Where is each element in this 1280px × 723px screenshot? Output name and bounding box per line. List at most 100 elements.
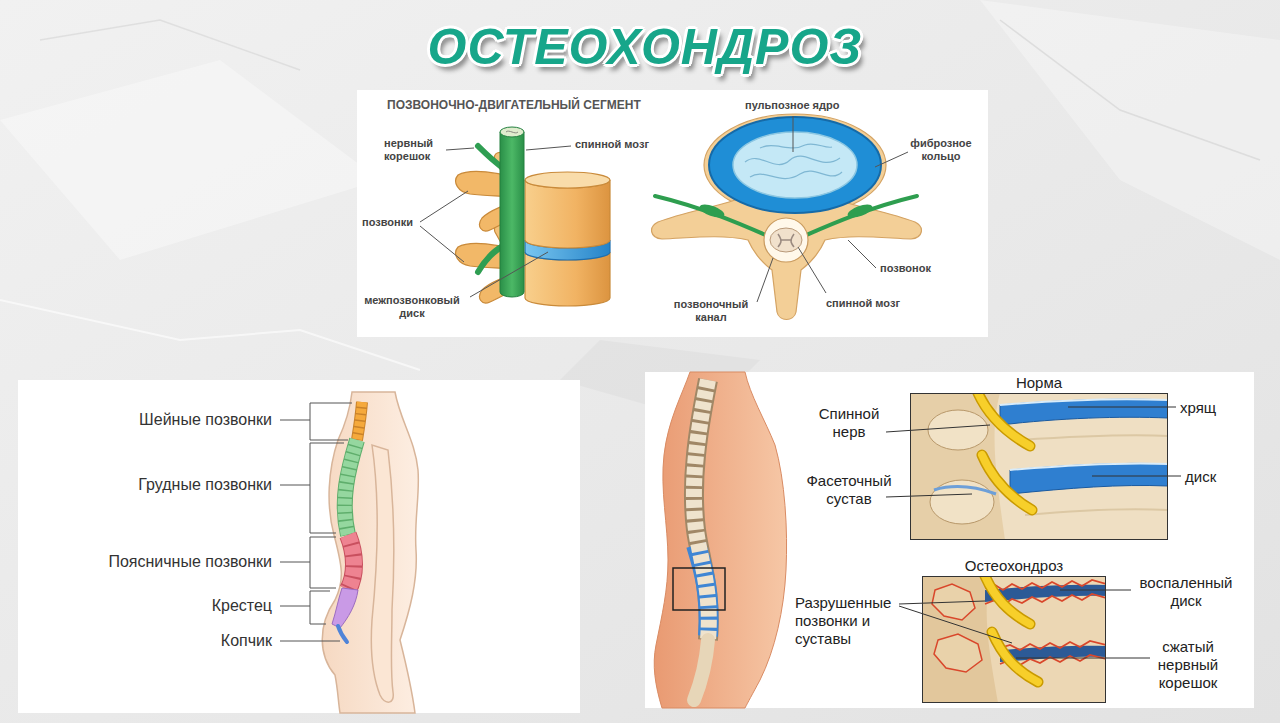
spinal-cord-lateral bbox=[478, 246, 503, 272]
part-label: Фасеточный сустав bbox=[796, 472, 902, 508]
normal-segment-art bbox=[928, 410, 988, 450]
paper-background bbox=[1000, 20, 1260, 160]
paper-background bbox=[0, 60, 380, 260]
panel-background bbox=[18, 90, 1254, 713]
region-bracket bbox=[280, 641, 340, 642]
panel-heading: ПОЗВОНОЧНО-ДВИГАТЕЛЬНЫЙ СЕГМЕНТ bbox=[387, 98, 1018, 112]
spine-regions bbox=[332, 402, 362, 642]
damaged-segment-art bbox=[985, 576, 1038, 682]
leader-line bbox=[798, 247, 826, 293]
spine-region-label: Грудные позвонки bbox=[40, 475, 272, 494]
leader-line bbox=[899, 601, 1012, 643]
spine-column bbox=[673, 568, 725, 610]
normal-segment-art bbox=[910, 393, 1168, 540]
vertebra-axial bbox=[733, 132, 857, 198]
spine-column bbox=[694, 380, 709, 640]
label-box: Разрушенные позвонки и суставы bbox=[795, 594, 899, 648]
leader-line bbox=[526, 146, 571, 150]
panel-background bbox=[357, 90, 988, 337]
leader-line bbox=[1068, 407, 1176, 408]
spine-region-label: Копчик bbox=[40, 631, 272, 650]
label-box: хрящ bbox=[1180, 399, 1240, 417]
label-box: воспаленный диск bbox=[1130, 574, 1242, 610]
leader-line bbox=[470, 252, 548, 297]
normal-segment-art bbox=[1020, 435, 1168, 515]
spine-column bbox=[673, 380, 725, 700]
vertebra-lateral bbox=[525, 172, 610, 188]
body-silhouette bbox=[654, 372, 786, 708]
part-label: позвонки bbox=[362, 216, 432, 229]
part-label: хрящ bbox=[1180, 399, 1240, 417]
label-box: Копчик bbox=[40, 631, 272, 650]
leader-line bbox=[420, 191, 468, 262]
heading-box: ПОЗВОНОЧНО-ДВИГАТЕЛЬНЫЙ СЕГМЕНТ bbox=[357, 90, 1018, 112]
region-bracket bbox=[280, 443, 344, 533]
damaged-segment-art bbox=[934, 634, 982, 672]
spine-column bbox=[694, 380, 709, 640]
spine-region-label: Поясничные позвонки bbox=[40, 552, 272, 571]
damaged-segment-art bbox=[922, 576, 1106, 703]
normal-segment-art bbox=[978, 393, 1032, 510]
normal-segment-art bbox=[934, 487, 996, 494]
label-box: Поясничные позвонки bbox=[40, 552, 272, 571]
spine-region-label: Шейные позвонки bbox=[40, 410, 272, 429]
label-box: сжатый нервный корешок bbox=[1146, 638, 1230, 692]
label-box: Шейные позвонки bbox=[40, 410, 272, 429]
region-bracket bbox=[280, 403, 352, 440]
part-label: диск bbox=[1185, 468, 1235, 486]
damaged-segment-art bbox=[985, 576, 1038, 682]
damaged-segment-art bbox=[985, 580, 1106, 590]
leader-line bbox=[757, 258, 773, 302]
leader-line bbox=[886, 425, 990, 432]
vertebra-axial bbox=[709, 117, 881, 213]
vertebra-axial bbox=[846, 202, 874, 220]
label-box: спинной мозг bbox=[575, 138, 675, 151]
part-label: сжатый нервный корешок bbox=[1146, 638, 1230, 692]
spine-regions bbox=[332, 588, 358, 628]
spine-regions bbox=[357, 402, 362, 440]
part-label: нервный корешок bbox=[384, 137, 444, 163]
damaged-segment-art bbox=[1000, 641, 1106, 650]
leader-line bbox=[886, 494, 972, 497]
spinal-cord-lateral bbox=[506, 131, 518, 133]
region-bracket bbox=[280, 591, 330, 624]
part-label: Разрушенные позвонки и суставы bbox=[795, 594, 899, 648]
label-box: диск bbox=[1185, 468, 1235, 486]
part-label: пульпозное ядро bbox=[745, 99, 865, 112]
body-silhouette bbox=[654, 372, 786, 708]
label-box: спинной мозг bbox=[826, 297, 926, 310]
leader-line bbox=[793, 116, 794, 152]
panel-background bbox=[645, 372, 1254, 708]
inset-heading: Остеохондроз bbox=[863, 557, 1165, 575]
normal-segment-art bbox=[1010, 463, 1168, 494]
damaged-segment-art bbox=[922, 576, 1106, 703]
spine-column bbox=[694, 640, 708, 700]
spine-regions bbox=[345, 440, 357, 535]
part-label: Спинной нерв bbox=[812, 405, 886, 441]
spine-regions bbox=[348, 535, 354, 590]
spine-regions bbox=[338, 626, 347, 642]
inset-heading: Норма bbox=[851, 374, 1227, 392]
panel-background bbox=[18, 380, 580, 713]
inset-frame: Норма bbox=[910, 393, 1168, 540]
label-box: Грудные позвонки bbox=[40, 475, 272, 494]
normal-segment-art bbox=[1000, 399, 1168, 405]
label-box: межпозвонковый диск bbox=[360, 294, 464, 320]
spine-regions bbox=[357, 402, 362, 440]
normal-segment-art bbox=[910, 393, 1168, 540]
part-label: спинной мозг bbox=[575, 138, 675, 151]
label-box: Фасеточный сустав bbox=[796, 472, 902, 508]
paper-background bbox=[980, 0, 1280, 260]
leader-line bbox=[848, 240, 876, 268]
label-box: нервный корешок bbox=[384, 137, 444, 163]
slide-title: ОСТЕОХОНДРОЗ bbox=[428, 18, 863, 76]
normal-segment-art bbox=[978, 393, 1032, 510]
part-label: спинной мозг bbox=[826, 297, 926, 310]
vertebra-lateral bbox=[525, 180, 610, 248]
vertebra-axial bbox=[652, 114, 922, 320]
heading-box: Норма bbox=[851, 374, 1227, 392]
part-label: фиброзное кольцо bbox=[900, 137, 982, 163]
